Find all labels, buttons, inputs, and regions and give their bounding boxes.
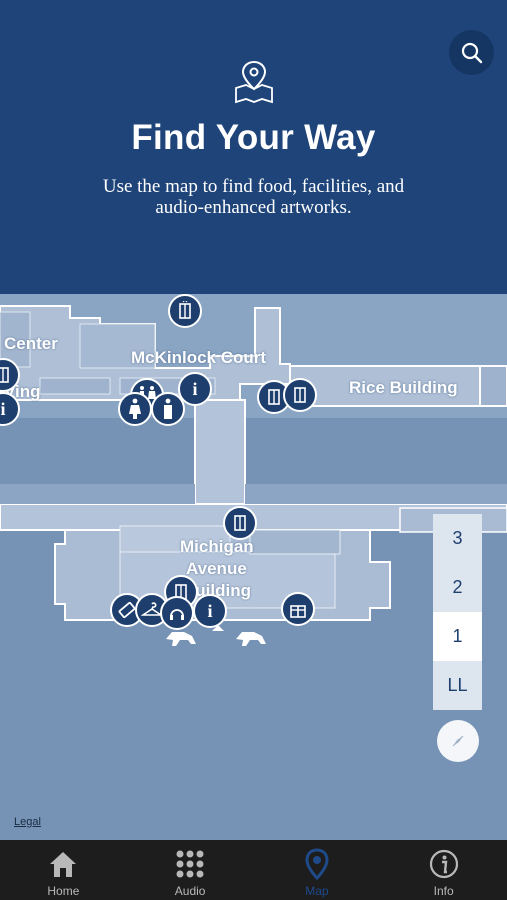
- tab-info-label: Info: [433, 884, 454, 898]
- elevator-icon: [234, 515, 246, 531]
- tab-map-label: Map: [305, 884, 329, 898]
- map-label-avenue: Avenue: [186, 559, 247, 578]
- tab-info[interactable]: Info: [380, 840, 507, 900]
- map-label-mckinlock-court: McKinlock Court: [131, 348, 267, 367]
- floor-plan: [0, 294, 507, 840]
- map-label-building: Building: [183, 581, 251, 600]
- elevator-icon: [294, 387, 306, 403]
- map-label-center: Center: [4, 334, 58, 353]
- gift-icon: [290, 605, 306, 618]
- info-icon: i: [192, 378, 198, 399]
- compass-icon: [452, 735, 464, 747]
- floor-2-button[interactable]: 2: [452, 577, 463, 597]
- info-marker-michigan[interactable]: i: [193, 594, 227, 628]
- info-icon: i: [0, 398, 6, 419]
- hanger-icon: [141, 602, 163, 616]
- tab-audio[interactable]: Audio: [127, 840, 254, 900]
- floor-1-button[interactable]: 1: [433, 612, 482, 661]
- womens-restroom-marker[interactable]: [118, 392, 152, 426]
- tab-bar: Home Audio Map Info: [0, 840, 507, 900]
- womens-restroom-icon: [129, 398, 141, 419]
- map-pin-icon: [301, 848, 333, 880]
- gift-shop-marker[interactable]: [281, 592, 315, 626]
- elevator-icon: [0, 367, 9, 383]
- map-label-michigan: Michigan: [180, 537, 254, 556]
- mens-restroom-marker[interactable]: [151, 392, 185, 426]
- elevator-marker-rice-2[interactable]: [283, 378, 317, 412]
- floor-ll-button[interactable]: LL: [447, 675, 468, 695]
- audio-marker[interactable]: [160, 596, 194, 630]
- elevator-marker[interactable]: [168, 294, 202, 328]
- home-icon: [47, 848, 79, 880]
- info-icon: [428, 848, 460, 880]
- tab-home-label: Home: [47, 884, 80, 898]
- tab-map[interactable]: Map: [254, 840, 381, 900]
- elevator-marker-michigan[interactable]: [223, 506, 257, 540]
- search-button[interactable]: [449, 30, 494, 75]
- headphones-icon: [170, 609, 184, 620]
- map-pin-icon: [235, 60, 273, 104]
- ticket-icon: [118, 601, 136, 619]
- tab-audio-label: Audio: [174, 884, 206, 898]
- floor-map[interactable]: Center Ving McKinlock Court Rice Buildin…: [0, 294, 507, 840]
- page-title: Find Your Way: [131, 118, 376, 157]
- elevator-marker-left[interactable]: [0, 358, 20, 392]
- header: Find Your Way Use the map to find food, …: [0, 0, 507, 294]
- search-icon: [461, 42, 482, 63]
- tab-home[interactable]: Home: [0, 840, 127, 900]
- legal-link[interactable]: Legal: [14, 816, 41, 828]
- grid-icon: [174, 848, 206, 880]
- page-subtitle: Use the map to find food, facilities, an…: [102, 176, 405, 218]
- mens-restroom-icon: [164, 398, 172, 419]
- elevator-icon: [268, 389, 280, 405]
- compass-button[interactable]: [437, 720, 479, 762]
- info-icon: i: [207, 600, 213, 621]
- map-label-rice-building: Rice Building: [349, 378, 458, 397]
- floor-picker: 3 2 1 LL: [433, 514, 482, 710]
- info-marker-mckinlock[interactable]: i: [178, 372, 212, 406]
- floor-3-button[interactable]: 3: [452, 528, 463, 548]
- elevator-icon: [179, 301, 191, 319]
